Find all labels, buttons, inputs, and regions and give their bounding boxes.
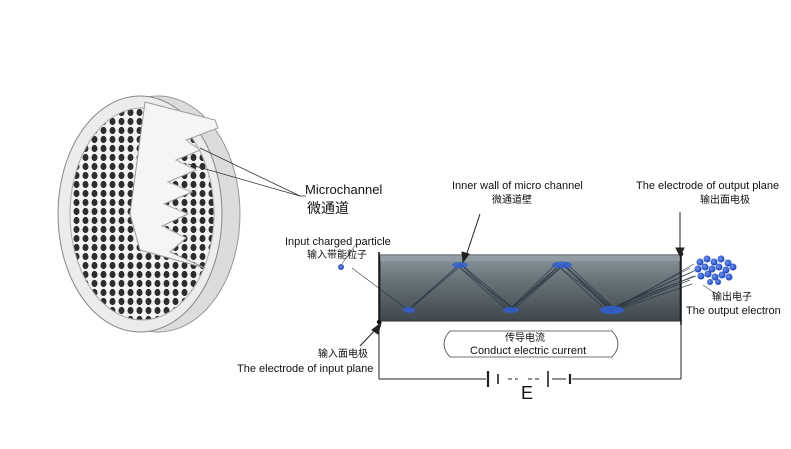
output-electron-cloud	[694, 255, 737, 285]
output-electron-label-cn: 输出电子	[712, 292, 752, 303]
input-particle-label-en: Input charged particle	[285, 236, 391, 248]
particles	[338, 255, 737, 314]
microchannel-label-cn: 微通道	[307, 201, 349, 217]
impact-cluster	[552, 261, 572, 269]
output-electron-label-en: The output electron	[686, 305, 781, 317]
microchannel-leaders	[187, 147, 306, 197]
input-particle	[338, 264, 344, 270]
impact-cluster	[503, 307, 519, 313]
input-electrode-label-cn: 输入面电极	[318, 349, 368, 360]
impact-cluster	[600, 306, 624, 314]
current-box	[443, 330, 619, 358]
output-electrode-label-en: The electrode of output plane	[636, 180, 780, 192]
input-electrode-label-en: The electrode of input plane	[237, 363, 374, 375]
impact-cluster	[403, 307, 415, 313]
microchannel-plate-illustration	[57, 95, 241, 333]
input-particle-label-cn: 输入带能粒子	[307, 250, 367, 261]
current-label-en: Conduct electric current	[470, 345, 587, 357]
inner-wall-label-en: Inner wall of micro channel	[452, 180, 583, 192]
circuit-wires	[378, 325, 682, 387]
leader-arrows	[338, 212, 717, 347]
output-electrode-label-cn: 输出面电极	[700, 195, 750, 206]
current-label-cn: 传导电流	[505, 333, 545, 344]
voltage-label: E	[521, 383, 534, 403]
microchannel-label-en: Microchannel	[305, 182, 383, 197]
impact-cluster	[452, 262, 468, 268]
channel-tube	[376, 251, 684, 325]
inner-wall-label-cn: 微通道壁	[492, 195, 532, 206]
